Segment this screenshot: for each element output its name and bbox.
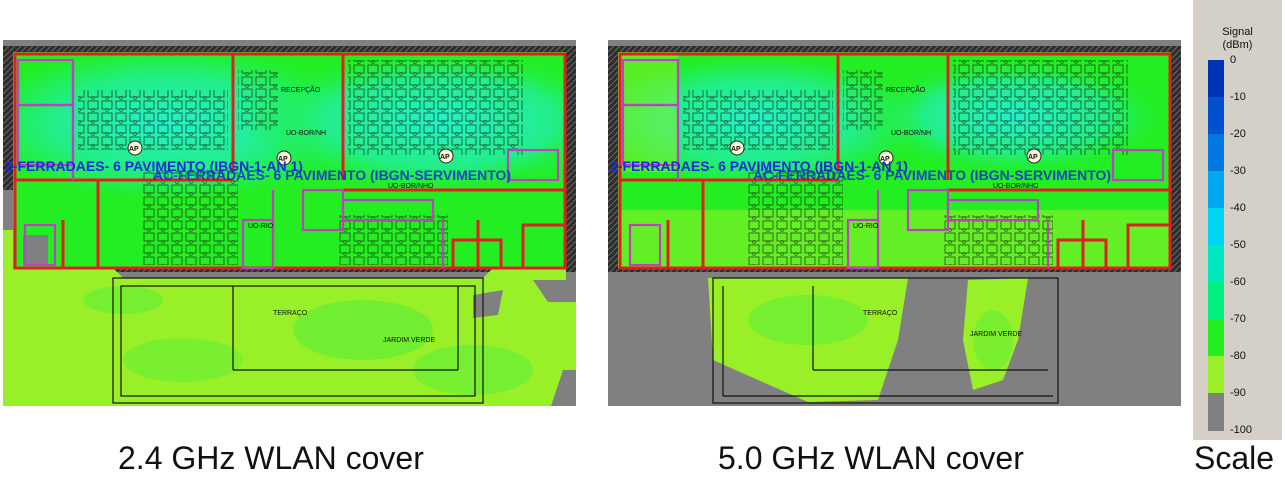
scale-segment	[1208, 171, 1224, 209]
ap-name-label-2: AC-FERRADAES- 6 PAVIMENTO (IBGN-SERVIMEN…	[153, 167, 511, 183]
ap-marker-2: AP	[878, 150, 894, 166]
ap-marker-1: AP	[127, 140, 143, 156]
caption-2-4ghz: 2.4 GHz WLAN cover	[118, 440, 424, 476]
scale-tick-label: -40	[1230, 202, 1246, 214]
scale-tick-label: -50	[1230, 239, 1246, 251]
scale-tick-label: 0	[1230, 54, 1237, 66]
room-label-4: TERRAÇO	[273, 310, 308, 317]
scale-segment	[1208, 319, 1224, 357]
scale-tick-label: -80	[1230, 350, 1246, 362]
coverage-map-5-0ghz: RECEPÇÃO UO-BOR/NH UO-BOR/NHO UO-RIO TER…	[608, 40, 1181, 406]
ap-name-label-2: AC-FERRADAES- 6 PAVIMENTO (IBGN-SERVIMEN…	[753, 167, 1111, 183]
ap-marker-3: AP	[1026, 148, 1042, 164]
scale-tick-label: -70	[1230, 313, 1246, 325]
scale-segment	[1208, 60, 1224, 98]
floorplan-5-0ghz: RECEPÇÃO UO-BOR/NH UO-BOR/NHO UO-RIO TER…	[608, 40, 1181, 406]
floorplan-2-4ghz: RECEPÇÃO UO-BOR/NH UO-BOR/NHO UO-RIO TER…	[3, 40, 576, 406]
room-label-1: UO-BOR/NH	[891, 130, 931, 137]
ap-marker-2: AP	[276, 150, 292, 166]
scale-segment	[1208, 282, 1224, 320]
room-label-5: JARDIM VERDE	[383, 337, 435, 344]
scale-tick-label: -90	[1230, 387, 1246, 399]
coverage-map-2-4ghz: RECEPÇÃO UO-BOR/NH UO-BOR/NHO UO-RIO TER…	[3, 40, 576, 406]
room-label-1: UO-BOR/NH	[286, 130, 326, 137]
scale-title-line1: Signal	[1222, 26, 1253, 38]
room-label-reception: RECEPÇÃO	[281, 85, 321, 94]
room-label-2: UO-BOR/NHO	[993, 183, 1039, 190]
scale-segment	[1208, 208, 1224, 246]
room-label-3: UO-RIO	[853, 223, 879, 230]
room-label-4: TERRAÇO	[863, 310, 898, 317]
svg-text:AP: AP	[880, 156, 890, 163]
room-label-reception: RECEPÇÃO	[886, 85, 926, 94]
signal-scale-legend: Signal (dBm) 0 -10 -20 -30 -40 -50 -60 -70 -80 -9…	[1193, 0, 1282, 440]
room-label-5: JARDIM VERDE	[970, 331, 1022, 338]
scale-color-bar	[1208, 60, 1224, 431]
scale-tick-label: -30	[1230, 165, 1246, 177]
scale-tick-label: -10	[1230, 91, 1246, 103]
caption-5-0ghz: 5.0 GHz WLAN cover	[718, 440, 1024, 476]
svg-text:AP: AP	[731, 146, 741, 153]
scale-segment	[1208, 356, 1224, 394]
scale-segment	[1208, 393, 1224, 431]
ap-name-label-1: 2-FERRADAES- 6 PAVIMENTO (IBGN-1-AN 1)	[5, 158, 303, 174]
scale-segment	[1208, 97, 1224, 135]
scale-tick-label: -20	[1230, 128, 1246, 140]
scale-segment	[1208, 245, 1224, 283]
svg-text:AP: AP	[278, 156, 288, 163]
room-label-3: UO-RIO	[248, 223, 274, 230]
ap-name-label-1: 2-FERRADAES- 6 PAVIMENTO (IBGN-1-AN 1)	[610, 158, 908, 174]
svg-text:AP: AP	[440, 154, 450, 161]
scale-segment	[1208, 134, 1224, 172]
scale-tick-label: -100	[1230, 424, 1253, 436]
svg-text:AP: AP	[1028, 154, 1038, 161]
ap-marker-1: AP	[729, 140, 745, 156]
caption-scale: Scale	[1194, 440, 1275, 476]
svg-text:AP: AP	[129, 146, 139, 153]
scale-title-line2: (dBm)	[1222, 39, 1253, 51]
room-label-2: UO-BOR/NHO	[388, 183, 434, 190]
scale-tick-label: -60	[1230, 276, 1246, 288]
ap-marker-3: AP	[438, 148, 454, 164]
